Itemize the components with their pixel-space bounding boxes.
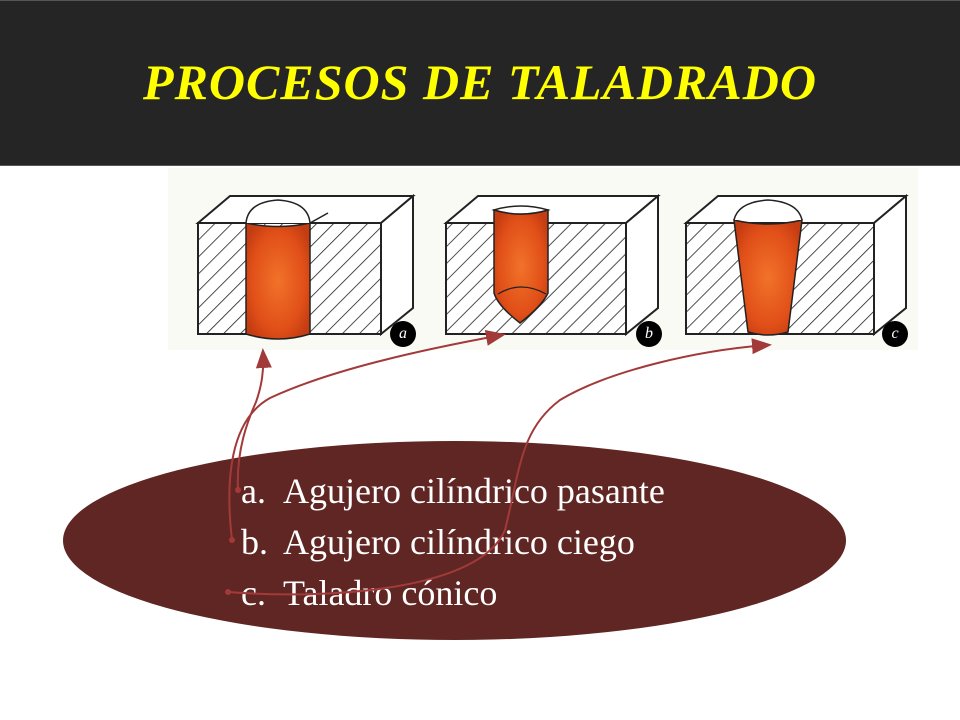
title-bar: PROCESOS DE TALADRADO — [0, 0, 960, 166]
list-item-text: Agujero cilíndrico ciego — [283, 522, 635, 562]
list-item-a: a. Agujero cilíndrico pasante — [241, 466, 665, 517]
drilling-figure: a b c — [168, 168, 918, 350]
bullet-c — [225, 589, 231, 595]
blind-hole-block-icon — [443, 193, 661, 337]
list-item-b: b. Agujero cilíndrico ciego — [241, 517, 665, 568]
legend-ellipse — [63, 441, 846, 640]
conical-hole-block-icon — [683, 193, 909, 337]
list-item-letter: a. — [241, 471, 266, 511]
list-item-text: Agujero cilíndrico pasante — [283, 471, 665, 511]
bullet-b — [229, 537, 235, 543]
arrow-c — [227, 338, 772, 596]
list-item-letter: b. — [241, 522, 268, 562]
figure-label-a: a — [390, 321, 416, 347]
arrow-a — [236, 348, 272, 491]
figure-label-b: b — [636, 321, 662, 347]
arrow-b — [228, 330, 506, 541]
drilling-types-list: a. Agujero cilíndrico pasante b. Agujero c… — [241, 466, 665, 619]
page-title: PROCESOS DE TALADRADO — [143, 54, 817, 110]
figure-label-c: c — [882, 321, 908, 347]
bullet-a — [235, 487, 241, 493]
through-hole-block-icon — [195, 193, 416, 340]
